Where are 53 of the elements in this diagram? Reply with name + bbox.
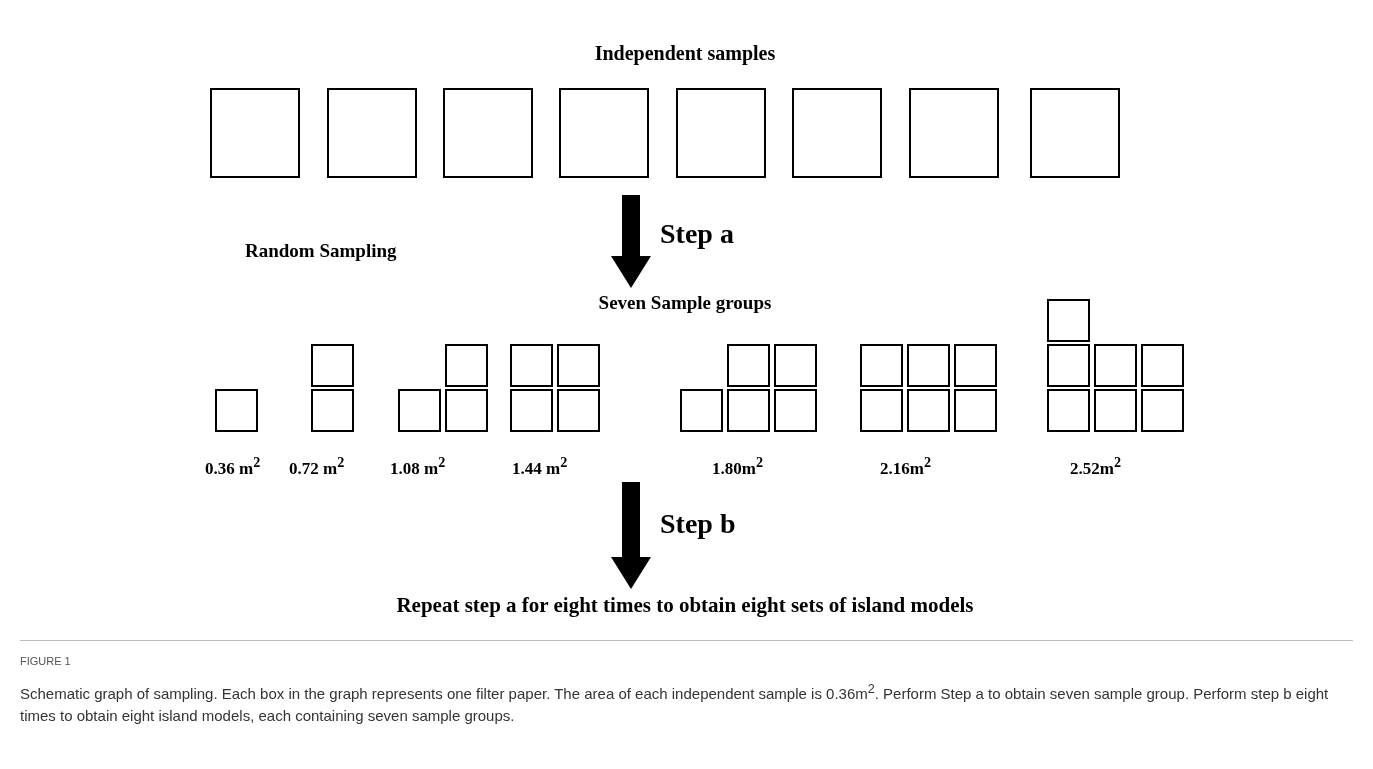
sample-box: [909, 88, 999, 178]
sample-box: [398, 389, 441, 432]
sample-box: [510, 389, 553, 432]
arrow: [611, 195, 651, 288]
figure-number: FIGURE 1: [20, 655, 71, 667]
sample-box: [954, 389, 997, 432]
sample-box: [215, 389, 258, 432]
area-label: 1.44 m$^{2}$: [512, 454, 568, 479]
sample-box: [860, 389, 903, 432]
area-label: 1.80m$^{2}$: [712, 454, 763, 479]
sample-box: [774, 389, 817, 432]
sample-box: [445, 344, 488, 387]
sample-box: [443, 88, 533, 178]
sample-box: [1094, 389, 1137, 432]
heading-text: Seven Sample groups: [585, 292, 785, 314]
sample-box: [907, 344, 950, 387]
area-label: 1.08 m$^{2}$: [390, 454, 446, 479]
arrow: [611, 482, 651, 589]
sample-box: [1141, 344, 1184, 387]
figure-caption: Schematic graph of sampling. Each box in the graph represents one filter paper. The area of each independent sample is 0.36m$^{2}$. Perform Step a to obtain seven sample group. Perform step b eight times to obtain eight island models, each containing seven sample groups.: [20, 681, 1330, 726]
sample-box: [311, 344, 354, 387]
sample-box: [557, 344, 600, 387]
area-label: 2.16m$^{2}$: [880, 454, 931, 479]
sample-box: [954, 344, 997, 387]
sample-box: [680, 389, 723, 432]
sample-box: [1094, 344, 1137, 387]
sample-box: [907, 389, 950, 432]
sample-box: [311, 389, 354, 432]
sample-box: [774, 344, 817, 387]
sample-box: [860, 344, 903, 387]
edge-label: Step b: [660, 508, 736, 540]
heading-text: Random Sampling: [245, 240, 397, 262]
sample-box: [557, 389, 600, 432]
sample-box: [1030, 88, 1120, 178]
sample-box: [510, 344, 553, 387]
area-label: 2.52m$^{2}$: [1070, 454, 1121, 479]
heading-text: Repeat step a for eight times to obtain eight sets of island models: [340, 593, 1030, 618]
sample-box: [559, 88, 649, 178]
sample-box: [676, 88, 766, 178]
area-label: 0.72 m$^{2}$: [289, 454, 345, 479]
sample-box: [1047, 389, 1090, 432]
sample-box: [1141, 389, 1184, 432]
sample-box: [727, 344, 770, 387]
sample-box: [445, 389, 488, 432]
sample-box: [792, 88, 882, 178]
sample-box: [327, 88, 417, 178]
sample-box: [1047, 344, 1090, 387]
area-label: 0.36 m$^{2}$: [205, 454, 261, 479]
sample-box: [210, 88, 300, 178]
sample-box: [1047, 299, 1090, 342]
heading-text: Independent samples: [593, 42, 777, 65]
sample-box: [727, 389, 770, 432]
edge-label: Step a: [660, 218, 734, 250]
